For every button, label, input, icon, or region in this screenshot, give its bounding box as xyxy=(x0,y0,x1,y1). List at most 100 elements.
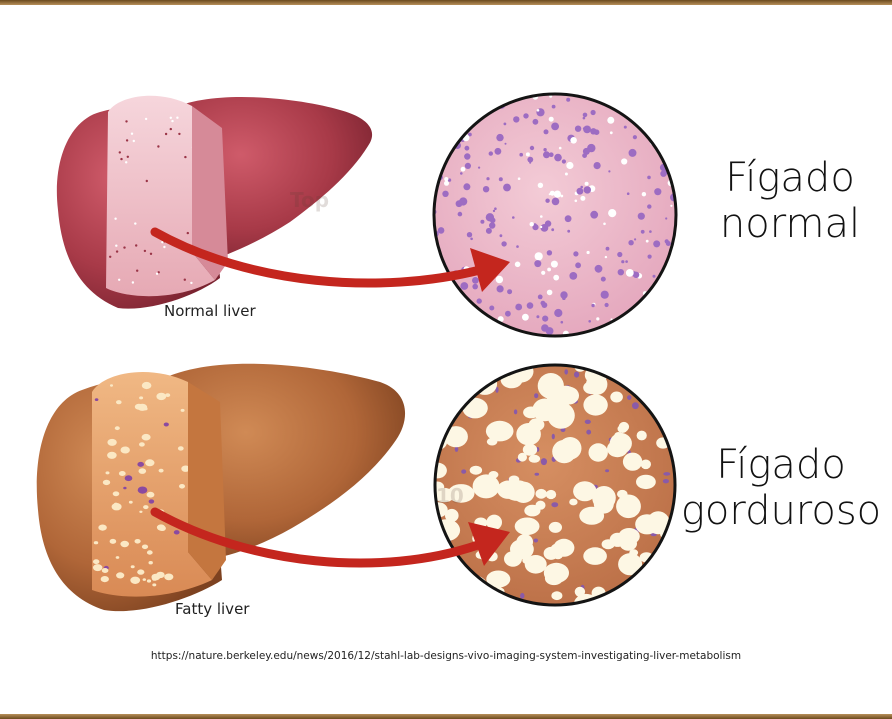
cell-dot xyxy=(517,177,521,180)
cell-dot xyxy=(534,260,542,268)
purple-dot xyxy=(584,419,591,424)
cell-dot xyxy=(645,124,649,127)
fat-droplet xyxy=(522,557,532,564)
cut-droplet xyxy=(116,572,125,579)
cut-droplet xyxy=(101,568,109,573)
cut-speck xyxy=(157,145,160,148)
cell-dot xyxy=(583,125,591,134)
fat-droplet xyxy=(486,514,503,530)
fat-droplet xyxy=(629,598,639,605)
purple-dot xyxy=(632,402,639,410)
normal-liver-cut-texture xyxy=(109,116,195,285)
cell-dot xyxy=(637,212,645,220)
fat-droplet xyxy=(666,365,675,375)
cell-dot xyxy=(660,170,667,177)
cell-dot xyxy=(665,217,668,220)
cell-dot xyxy=(449,131,453,135)
fat-droplet xyxy=(444,426,468,448)
fat-droplet xyxy=(640,459,651,470)
purple-dot xyxy=(671,587,675,594)
cell-dot xyxy=(567,229,571,233)
cell-dot xyxy=(666,308,670,312)
cut-speck xyxy=(118,151,122,154)
cell-dot xyxy=(566,97,571,102)
purple-dot xyxy=(560,427,566,432)
cut-droplet xyxy=(130,576,141,584)
cell-dot xyxy=(494,147,502,155)
cell-dot xyxy=(540,225,543,229)
cut-droplet xyxy=(115,556,120,559)
cell-dot xyxy=(554,153,562,162)
cut-droplet xyxy=(177,446,184,451)
fat-droplet xyxy=(446,585,472,605)
cell-dot xyxy=(488,151,493,156)
cell-dot xyxy=(482,186,490,193)
fat-droplet xyxy=(617,424,628,433)
cut-droplet xyxy=(128,500,133,504)
cell-dot xyxy=(574,125,582,132)
fat-droplet xyxy=(445,375,471,393)
fat-droplet xyxy=(551,591,563,601)
cell-dot xyxy=(529,222,534,227)
cell-dot xyxy=(460,166,466,172)
fat-droplet xyxy=(579,506,605,525)
fat-droplet xyxy=(601,539,615,550)
cell-dot xyxy=(621,260,625,264)
cell-dot xyxy=(543,151,550,159)
fat-droplet xyxy=(622,452,643,471)
purple-dot xyxy=(574,371,580,378)
normal-title-line2: normal xyxy=(719,201,861,247)
fat-droplet xyxy=(435,365,459,390)
cell-dot xyxy=(564,172,568,176)
purple-dot xyxy=(449,377,454,383)
cell-dot xyxy=(549,190,555,196)
cell-dot xyxy=(523,113,529,119)
cell-dot xyxy=(580,185,583,189)
cell-dot xyxy=(494,207,497,210)
purple-dot xyxy=(461,469,467,474)
fat-droplet xyxy=(467,583,477,592)
cut-droplet xyxy=(180,408,185,412)
cut-droplet xyxy=(141,544,149,550)
cell-dot xyxy=(551,197,560,206)
fatty-liver-cut-side xyxy=(188,382,226,580)
cell-dot xyxy=(664,116,670,122)
cell-dot xyxy=(575,262,581,269)
fat-droplet xyxy=(611,365,628,379)
cell-dot xyxy=(573,251,579,257)
cell-dot xyxy=(594,94,598,97)
cut-speck xyxy=(178,132,181,136)
fat-droplet xyxy=(461,575,489,601)
purple-dot xyxy=(534,393,539,399)
fat-droplet xyxy=(595,452,606,461)
fat-droplet xyxy=(648,370,669,386)
cell-dot xyxy=(537,182,544,188)
fat-droplet xyxy=(522,443,538,456)
fat-droplet xyxy=(514,517,540,536)
cut-speck xyxy=(130,132,134,135)
cell-dot xyxy=(444,180,449,186)
cell-dot xyxy=(505,310,511,317)
fatty-title: Fígado gorduroso xyxy=(675,442,887,534)
cell-dot xyxy=(570,137,577,144)
purple-dot xyxy=(463,583,469,591)
purple-dot xyxy=(440,418,447,422)
cut-speck xyxy=(169,127,172,131)
cut-droplet xyxy=(137,486,148,494)
cell-dot xyxy=(455,200,463,208)
cut-speck xyxy=(171,119,174,123)
cut-speck xyxy=(169,116,172,120)
cell-dot xyxy=(536,109,540,112)
cut-droplet xyxy=(142,578,146,581)
cell-dot xyxy=(460,282,469,290)
cell-dot xyxy=(583,186,591,194)
cell-dot xyxy=(662,275,666,279)
cell-dot xyxy=(607,116,615,124)
cut-droplet xyxy=(102,479,111,486)
cut-droplet xyxy=(158,468,164,473)
cell-dot xyxy=(468,132,472,137)
cell-dot xyxy=(519,152,523,157)
fat-droplet xyxy=(435,462,447,479)
fat-droplet xyxy=(660,565,672,574)
fat-droplet xyxy=(618,553,643,576)
